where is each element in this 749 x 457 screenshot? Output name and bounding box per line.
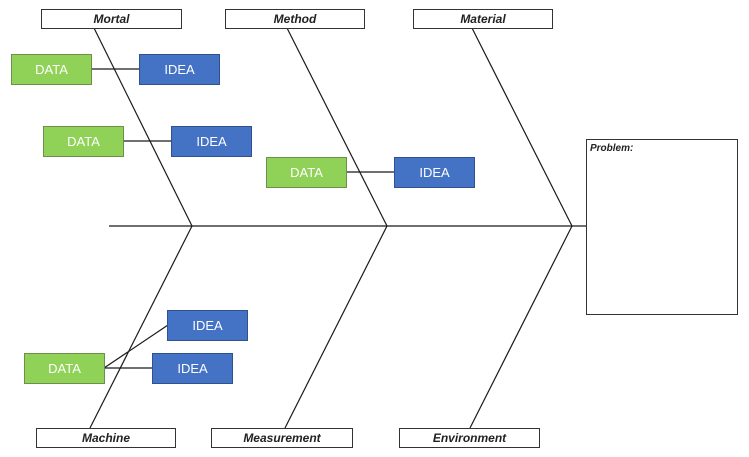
- problem-label: Problem:: [590, 143, 634, 154]
- bone-machine: [89, 225, 193, 429]
- category-method: Method: [225, 9, 365, 29]
- data-box-2: DATA: [43, 126, 124, 157]
- category-machine: Machine: [36, 428, 176, 448]
- bone-environment: [469, 225, 573, 429]
- idea-box-2: IDEA: [171, 126, 252, 157]
- problem-box: Problem:: [586, 139, 738, 315]
- category-environment: Environment: [399, 428, 540, 448]
- bone-measurement: [284, 225, 388, 429]
- data-box-4: DATA: [24, 353, 105, 384]
- bone-material: [471, 27, 573, 227]
- connector-4: [103, 324, 169, 369]
- category-material: Material: [413, 9, 553, 29]
- bone-method: [286, 27, 388, 227]
- idea-box-3: IDEA: [394, 157, 475, 188]
- idea-box-5: IDEA: [152, 353, 233, 384]
- idea-box-4: IDEA: [167, 310, 248, 341]
- bone-mortal: [93, 27, 193, 227]
- data-box-1: DATA: [11, 54, 92, 85]
- data-box-3: DATA: [266, 157, 347, 188]
- category-mortal: Mortal: [41, 9, 182, 29]
- idea-box-1: IDEA: [139, 54, 220, 85]
- category-measurement: Measurement: [211, 428, 353, 448]
